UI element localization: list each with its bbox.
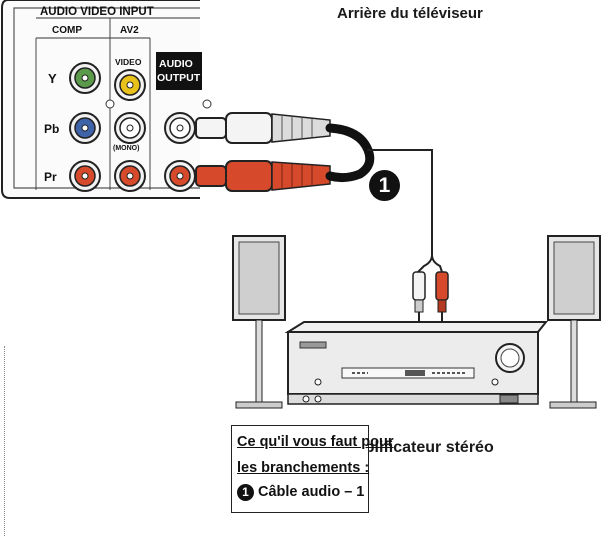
- tv-rear-label: Arrière du téléviseur: [337, 5, 483, 22]
- item-number-badge: 1: [237, 483, 254, 501]
- page-edge-divider: [0, 346, 5, 536]
- rca-plug-amp-red: [435, 271, 449, 326]
- row-label-pr: Pr: [44, 170, 57, 184]
- panel-sub-av2: AV2: [120, 25, 139, 36]
- jack-pr: [69, 160, 101, 192]
- jack-av2-video: [114, 69, 146, 101]
- rca-plug-white: [195, 112, 331, 144]
- audio-output-line1: AUDIO: [159, 58, 193, 70]
- requirements-item: 1 Câble audio – 1: [237, 481, 366, 503]
- speaker-right: [547, 235, 601, 409]
- audio-cable: [325, 123, 443, 273]
- row-label-y: Y: [48, 71, 57, 86]
- audio-output-line2: OUTPUT: [157, 72, 201, 84]
- jack-pb: [69, 112, 101, 144]
- rca-plug-amp-white: [412, 271, 426, 326]
- callout-number-badge: 1: [369, 170, 400, 201]
- panel-sub-comp: COMP: [52, 25, 82, 36]
- jack-audio-output-left: [164, 112, 196, 144]
- jack-av2-audio-right: [114, 160, 146, 192]
- tv-rear-panel: [0, 0, 212, 199]
- amplifier-label: Amplificateur stéréo: [339, 439, 494, 456]
- row-label-pb: Pb: [44, 122, 59, 136]
- panel-video-label: VIDEO: [115, 57, 142, 67]
- jack-audio-output-right: [164, 160, 196, 192]
- jack-av2-audio-left: [114, 112, 146, 144]
- requirements-title-line2: les branchements :: [237, 460, 370, 476]
- panel-header: AUDIO VIDEO INPUT: [40, 6, 154, 18]
- item-text: Câble audio – 1: [258, 484, 365, 500]
- panel-mono-label: (MONO): [113, 145, 139, 152]
- speaker-left: [232, 235, 286, 409]
- jack-y: [69, 62, 101, 94]
- requirements-title-line1: Ce qu'il vous faut pour: [237, 434, 394, 450]
- requirements-box: Ce qu'il vous faut pour les branchements…: [231, 425, 394, 513]
- rca-plug-red: [195, 160, 331, 192]
- stereo-amplifier: [284, 321, 549, 405]
